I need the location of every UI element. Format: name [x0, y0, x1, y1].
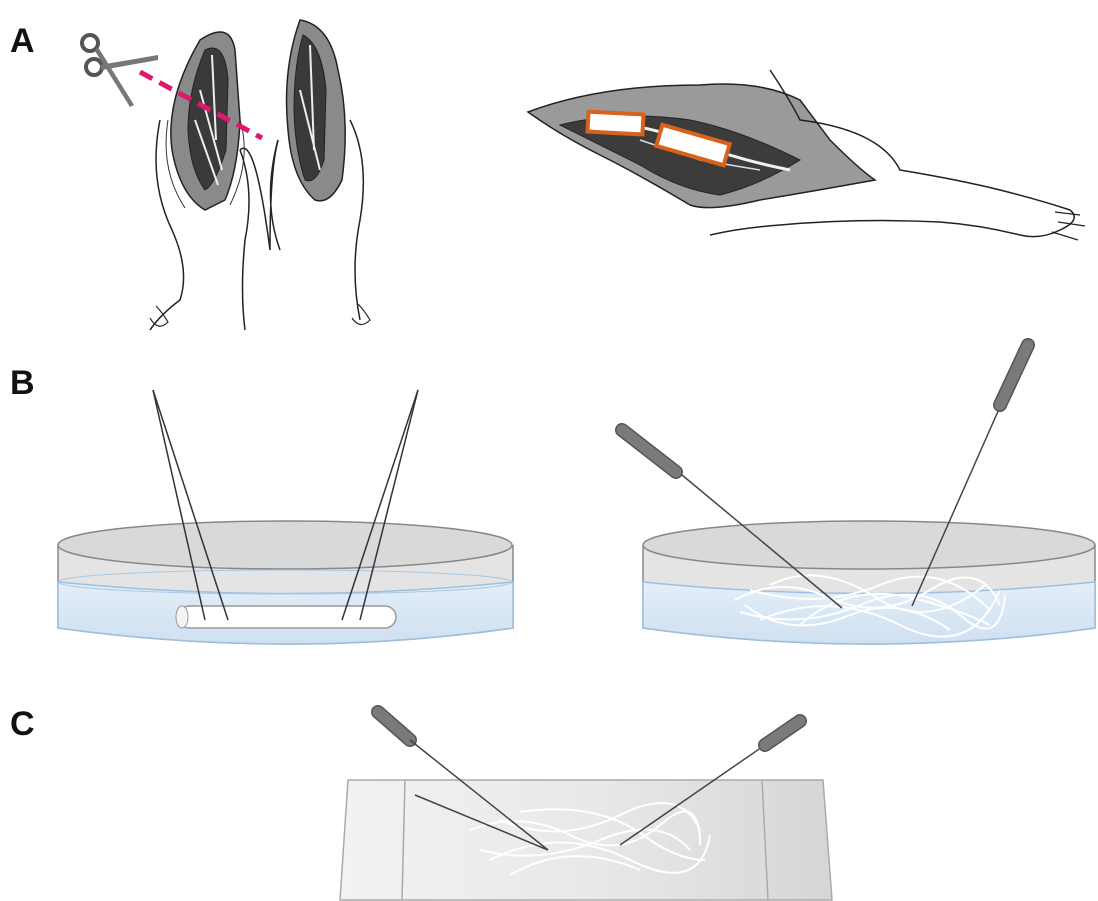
dish-left: [58, 521, 513, 644]
panel-b: [58, 345, 1095, 644]
scissors-icon: [82, 35, 158, 107]
right-leg-dissection: [240, 20, 370, 325]
highlight-box-1: [588, 112, 644, 135]
microscope-slide: [340, 780, 832, 900]
dish-right: [643, 521, 1095, 644]
panel-a: [82, 20, 1085, 330]
left-leg-dissection: [150, 32, 249, 330]
leg-side-view: [528, 70, 1085, 240]
panel-c: [340, 712, 832, 900]
